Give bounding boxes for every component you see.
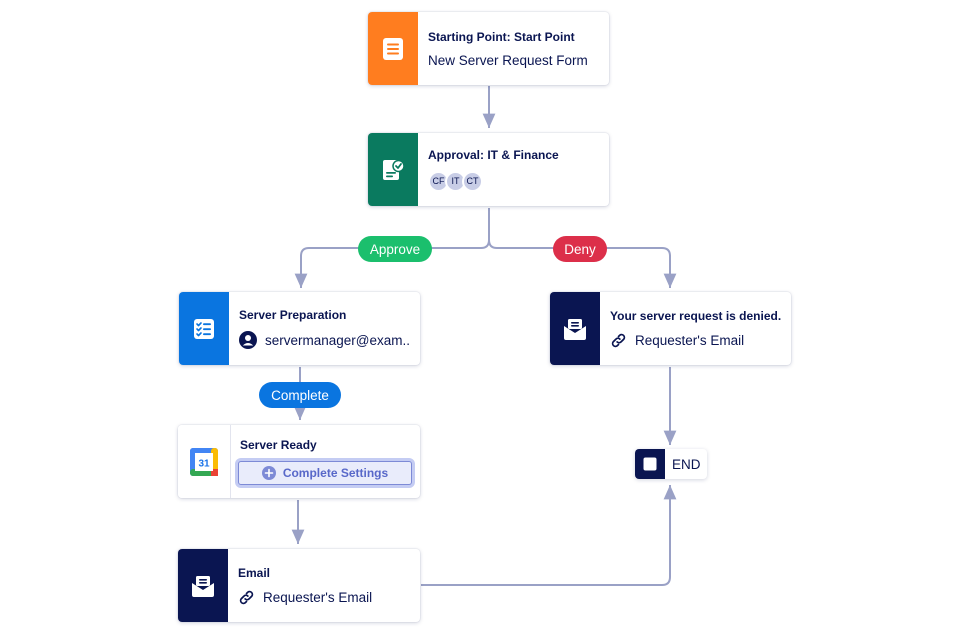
approval-node-title: Approval: IT & Finance [428,147,559,162]
server-ready-title: Server Ready [240,438,317,452]
google-calendar-icon: 31 [190,447,218,476]
end-node[interactable]: END [635,449,707,479]
server-preparation-assignee: servermanager@exam... [239,331,410,349]
approver-avatars: CF IT CT [428,170,599,192]
start-node-icon-block [368,12,418,85]
approval-icon [383,159,405,180]
server-ready-node[interactable]: 31 Server Ready Complete Settings [178,425,420,498]
email-recipient-label: Requester's Email [263,589,373,605]
start-node[interactable]: Starting Point: Start Point New Server R… [368,12,609,85]
server-preparation-icon-block [179,292,229,365]
denied-email-icon-block [550,292,600,365]
email-node-title: Email [238,565,271,580]
form-icon [383,37,403,60]
email-node-recipient: Requester's Email [238,589,410,606]
assignee-email: servermanager@exam... [265,332,410,348]
start-node-subtitle: New Server Request Form [428,52,588,68]
email-node-icon-block [178,549,228,622]
complete-settings-label: Complete Settings [282,466,389,480]
end-icon-block [635,449,665,479]
complete-settings-button[interactable]: Complete Settings [238,461,412,485]
email-node[interactable]: Email Requester's Email [178,549,420,622]
complete-branch-label[interactable]: Complete [259,382,341,408]
task-list-icon [194,318,214,339]
start-node-title: Starting Point: Start Point [428,29,575,44]
deny-branch-label[interactable]: Deny [553,236,607,262]
email-icon [192,575,214,597]
approval-node-icon-block [368,133,418,206]
end-label: END [672,456,701,472]
denied-recipient-label: Requester's Email [635,332,745,348]
denied-email-title: Your server request is denied. [610,308,782,323]
denied-email-recipient: Requester's Email [610,332,781,349]
server-preparation-title: Server Preparation [239,308,347,322]
server-preparation-node[interactable]: Server Preparation servermanager@exam... [179,292,420,365]
avatar: CT [462,170,483,192]
stop-icon [643,457,657,471]
approval-node[interactable]: Approval: IT & Finance CF IT CT [368,133,609,206]
email-icon [564,318,586,340]
link-icon [611,333,626,347]
user-icon [239,331,257,349]
link-icon [239,590,254,604]
connector-email-end [421,485,677,586]
server-ready-icon-block: 31 [178,425,231,498]
denied-email-node[interactable]: Your server request is denied. Requester… [550,292,791,365]
calendar-day: 31 [198,458,210,469]
approve-branch-label[interactable]: Approve [358,236,432,262]
connector-approval-deny [488,239,677,288]
plus-circle-icon [261,466,276,480]
